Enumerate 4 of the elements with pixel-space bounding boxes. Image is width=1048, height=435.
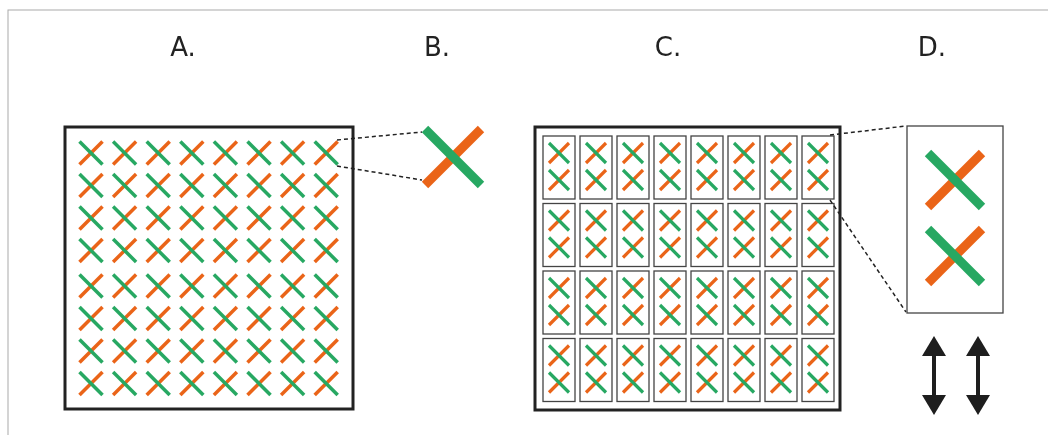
panel-label: D. xyxy=(917,32,947,62)
panel-label: B. xyxy=(423,32,451,62)
panel-label: C. xyxy=(654,32,682,62)
panel-label: A. xyxy=(170,32,196,62)
